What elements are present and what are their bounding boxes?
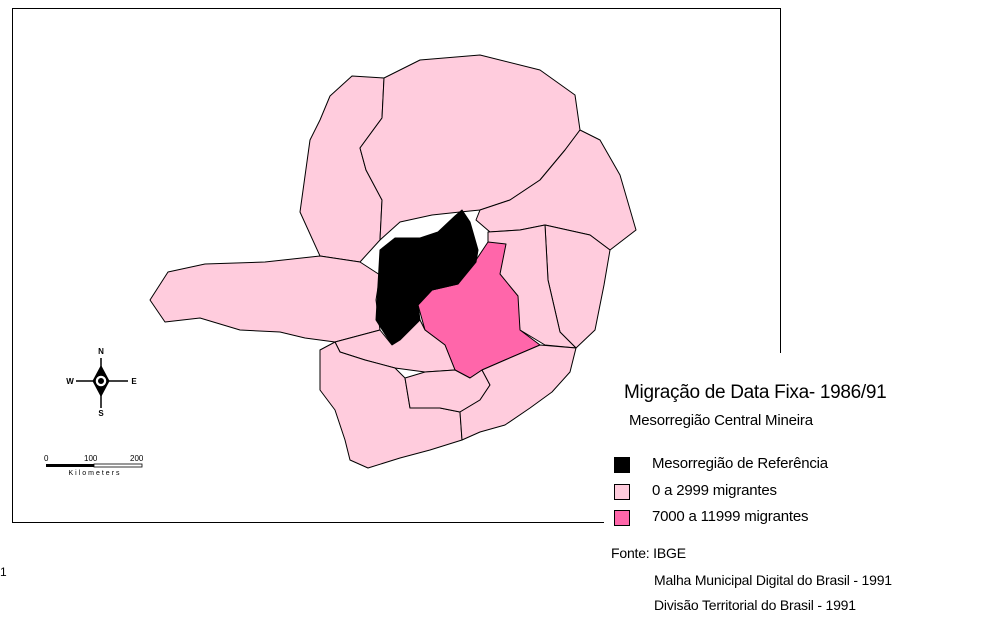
- source-line-1: Malha Municipal Digital do Brasil - 1991: [654, 572, 892, 588]
- legend-subtitle: Mesorregião Central Mineira: [629, 412, 813, 429]
- page-number: 1: [0, 565, 7, 579]
- region-zona-da-mata[interactable]: [459, 344, 577, 441]
- legend-swatch-high: [614, 510, 630, 526]
- legend-label-low: 0 a 2999 migrantes: [652, 482, 777, 499]
- compass-south: S: [98, 409, 104, 418]
- scale-tick-0: 0: [44, 454, 49, 463]
- map-frame-bottom: [12, 522, 604, 523]
- compass-north: N: [98, 347, 104, 356]
- compass-west: W: [66, 377, 74, 386]
- scale-bar-graphic: [46, 463, 143, 468]
- scale-tick-200: 200: [130, 454, 144, 463]
- source-label: Fonte: IBGE: [611, 545, 686, 561]
- region-triangulo-mineiro[interactable]: [149, 255, 381, 343]
- legend-label-reference: Mesorregião de Referência: [652, 455, 828, 472]
- frame-gap-right: [604, 353, 1002, 619]
- scale-tick-100: 100: [84, 454, 98, 463]
- scale-units: Kilometers: [68, 470, 122, 477]
- legend-title: Migração de Data Fixa- 1986/91: [624, 382, 887, 403]
- compass-east: E: [131, 377, 137, 386]
- legend-label-high: 7000 a 11999 migrantes: [652, 508, 809, 525]
- legend-swatch-low: [614, 484, 630, 500]
- compass-rose-icon: N S E W: [66, 347, 137, 418]
- legend-swatch-reference: [614, 457, 630, 473]
- source-line-2: Divisão Territorial do Brasil - 1991: [654, 597, 856, 613]
- frame-gap-left: [0, 353, 12, 523]
- map-frame: [12, 8, 781, 523]
